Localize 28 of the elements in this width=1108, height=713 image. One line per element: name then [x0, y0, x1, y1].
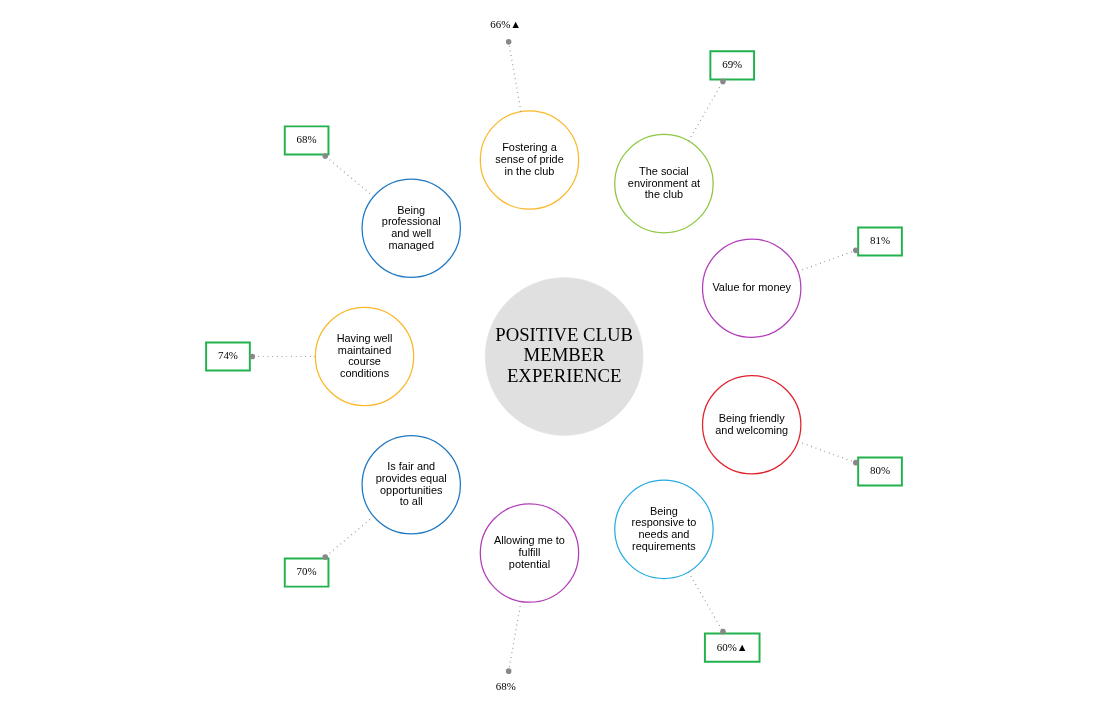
node-circle: The social environment at the club	[614, 133, 714, 234]
node-box: 80%	[857, 456, 903, 487]
connector	[322, 515, 375, 560]
node-box: 69%	[709, 50, 756, 81]
node-circle: Being professional and well managed	[361, 178, 462, 278]
node-box: 68%	[283, 125, 330, 156]
node-circle: Fostering a sense of pride in the club	[479, 110, 580, 210]
node-box: 70%	[283, 557, 330, 588]
connector	[505, 601, 522, 674]
node-box: 74%	[205, 341, 251, 372]
node-circle: Being friendly and welcoming	[701, 374, 802, 475]
connector	[687, 571, 726, 635]
connector	[505, 39, 522, 112]
node-box: 81%	[857, 226, 903, 257]
connector	[322, 153, 375, 198]
node-circle: Value for money	[701, 238, 802, 339]
node-circle: Being responsive to needs and requirements	[614, 479, 714, 580]
node-box: 60%▲	[703, 632, 761, 663]
connector	[797, 441, 859, 466]
node-circle: Allowing me to fulfill potential	[479, 503, 580, 603]
node-circle: POSITIVE CLUB MEMBER EXPERIENCE	[484, 277, 644, 436]
connector	[687, 78, 726, 142]
node-text: 68%	[495, 680, 516, 693]
node-circle: Is fair and provides equal opportunities to all	[361, 435, 462, 535]
connector	[249, 353, 316, 360]
connector	[797, 247, 859, 272]
node-text: 66%▲	[490, 18, 522, 31]
node-circle: Having well maintained course conditions	[314, 306, 415, 407]
